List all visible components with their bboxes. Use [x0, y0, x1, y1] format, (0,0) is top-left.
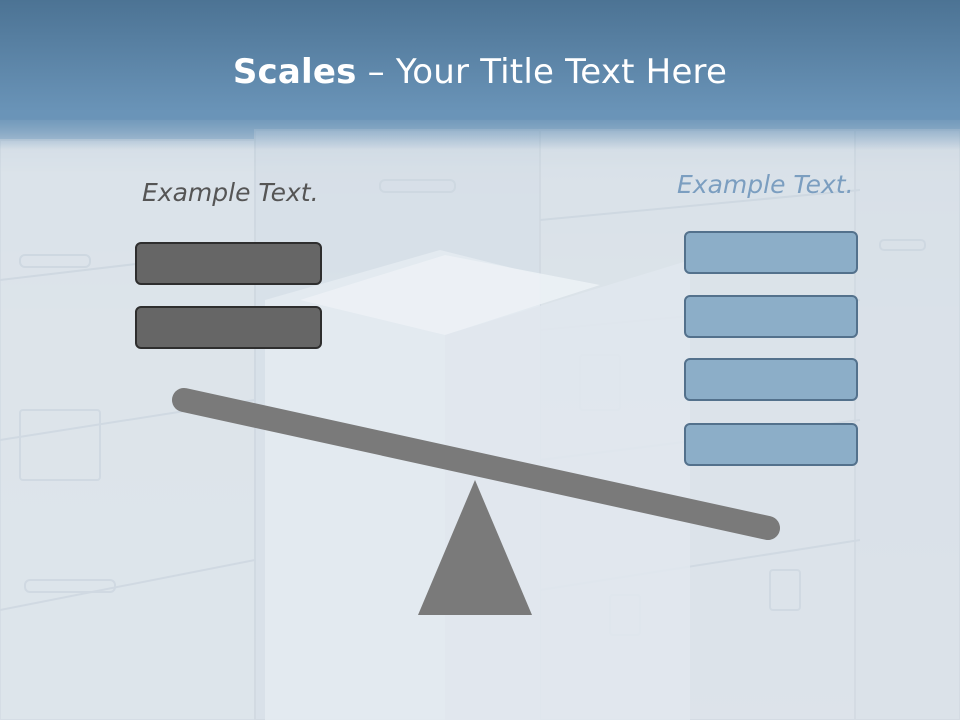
scale-beam — [172, 388, 780, 540]
right-box-4 — [684, 423, 858, 466]
title-bold: Scales — [232, 52, 357, 92]
left-box-2 — [135, 306, 322, 349]
left-label: Example Text. — [142, 178, 319, 207]
right-box-3 — [684, 358, 858, 401]
right-label: Example Text. — [677, 170, 854, 199]
right-box-2 — [684, 295, 858, 338]
left-box-1 — [135, 242, 322, 285]
title-rest: – Your Title Text Here — [356, 52, 728, 92]
scale-fulcrum — [418, 480, 532, 615]
right-box-1 — [684, 231, 858, 274]
slide-title: Scales – Your Title Text Here — [0, 52, 960, 92]
